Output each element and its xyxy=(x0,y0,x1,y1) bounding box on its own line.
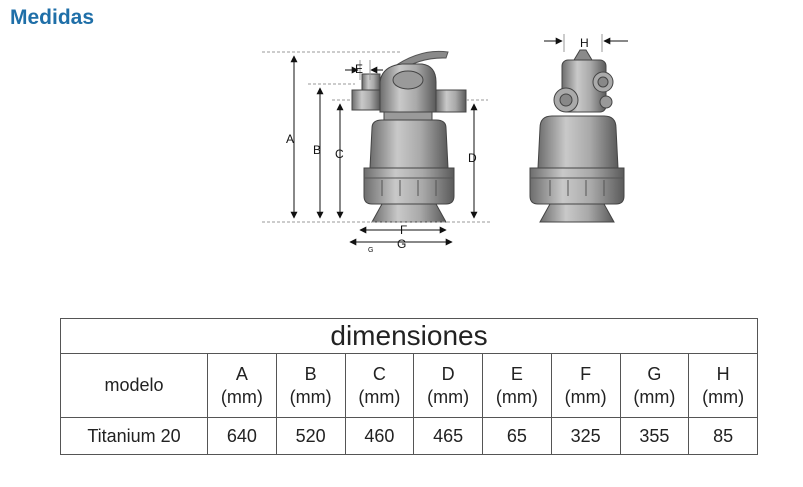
label-A: A xyxy=(286,132,294,146)
table-header-row: modelo A(mm) B(mm) C(mm) D(mm) E(mm) F(m… xyxy=(60,353,758,418)
value-cell-G: 355 xyxy=(619,417,690,455)
column-header-B: B(mm) xyxy=(275,353,346,418)
label-G: G xyxy=(397,237,406,251)
column-header-G: G(mm) xyxy=(619,353,690,418)
value-cell-F: 325 xyxy=(550,417,621,455)
label-D: D xyxy=(468,151,477,165)
value-cell-D: 465 xyxy=(413,417,483,455)
filter-front-view xyxy=(529,34,628,223)
label-G-small: G xyxy=(368,247,373,254)
model-column-header: modelo xyxy=(60,353,208,418)
filter-dimension-diagram: A B C D E F G G H xyxy=(262,34,628,254)
column-header-A: A(mm) xyxy=(207,353,277,418)
model-name-cell: Titanium 20 xyxy=(60,417,208,455)
dimensions-table: dimensiones modelo A(mm) B(mm) C(mm) D(m… xyxy=(60,318,758,455)
label-B: B xyxy=(313,143,321,157)
label-F: F xyxy=(400,223,407,237)
column-header-E: E(mm) xyxy=(482,353,552,418)
filter-side-view xyxy=(351,50,467,223)
table-title: dimensiones xyxy=(60,318,758,354)
column-header-C: C(mm) xyxy=(344,353,415,418)
column-header-F: F(mm) xyxy=(550,353,621,418)
value-cell-E: 65 xyxy=(482,417,552,455)
page-heading: Medidas xyxy=(10,6,95,29)
value-cell-C: 460 xyxy=(344,417,415,455)
column-header-H: H(mm) xyxy=(688,353,758,418)
label-E: E xyxy=(355,62,363,76)
column-header-D: D(mm) xyxy=(413,353,483,418)
label-C: C xyxy=(335,147,344,161)
table-row: Titanium 20 640 520 460 465 65 325 355 8… xyxy=(60,417,758,455)
value-cell-H: 85 xyxy=(688,417,758,455)
dimension-lines xyxy=(262,51,490,246)
value-cell-A: 640 xyxy=(207,417,277,455)
value-cell-B: 520 xyxy=(275,417,346,455)
label-H: H xyxy=(580,36,589,50)
